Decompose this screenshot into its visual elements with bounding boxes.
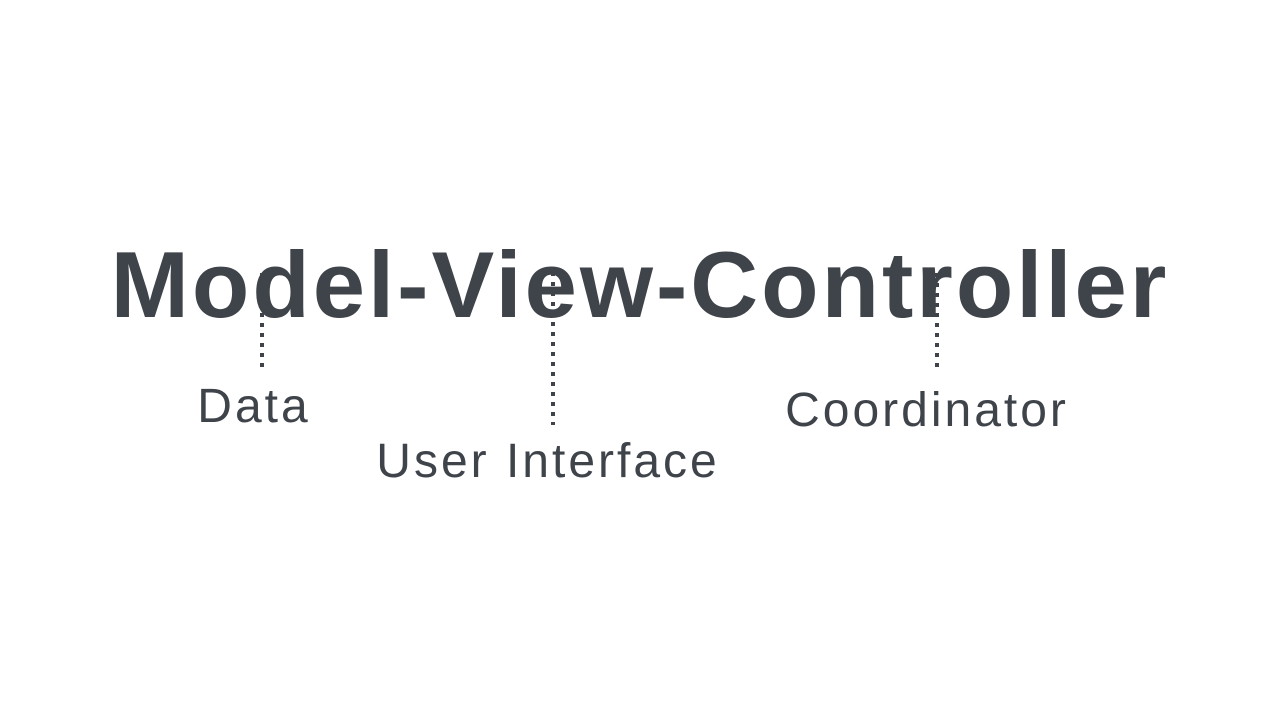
model-to-data-dotted-line [260,273,264,371]
diagram-title: Model-View-Controller [110,231,1170,337]
label-data: Data [197,380,311,433]
label-coordinator: Coordinator [785,384,1069,437]
label-user-interface: User Interface [376,435,720,488]
controller-to-coordinator-dotted-line [935,273,939,369]
view-to-user-interface-dotted-line [551,272,555,425]
